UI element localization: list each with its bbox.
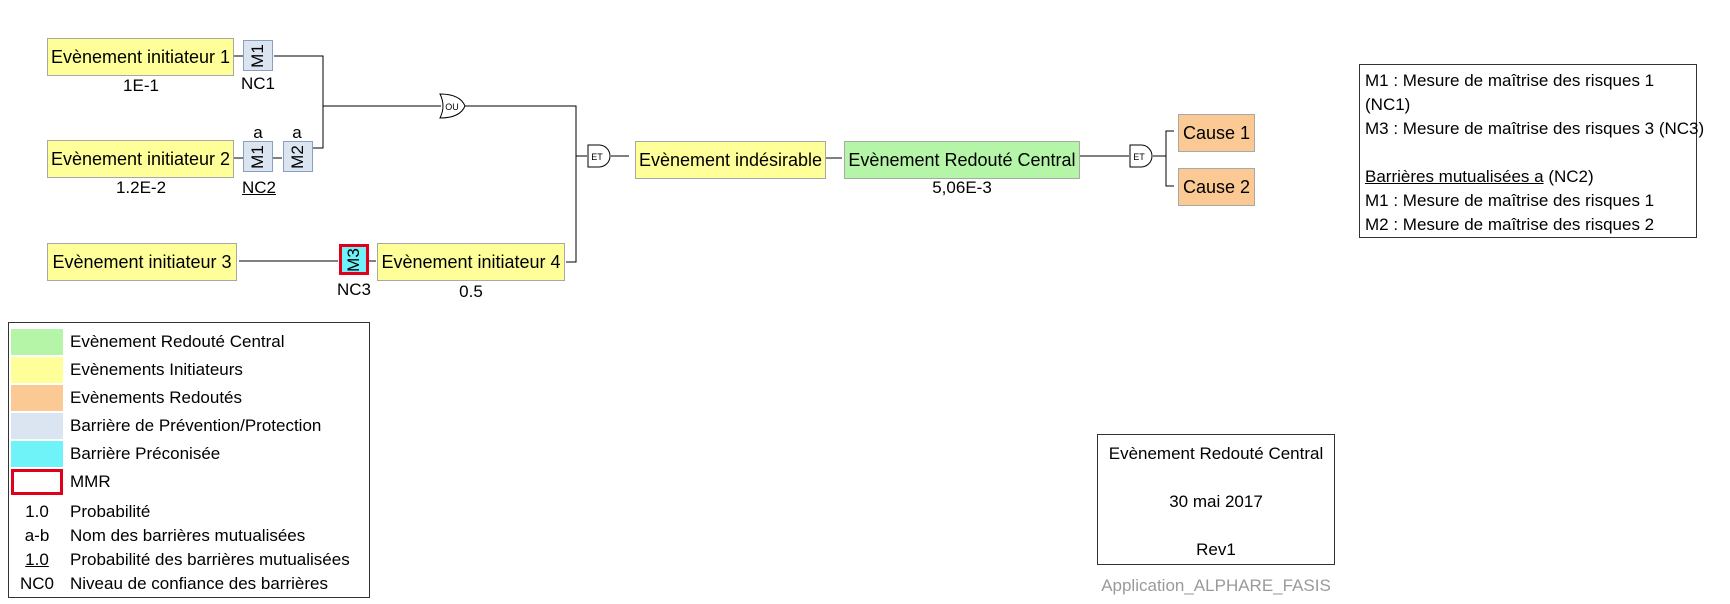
legend-label: Niveau de confiance des barrières — [70, 574, 328, 593]
initiating-event-1-probability: 1E-1 — [123, 76, 159, 95]
notes-shared-title: Barrières mutualisées a — [1365, 167, 1544, 186]
or-gate: OU — [439, 93, 466, 119]
barrier-shared-tag: a — [292, 123, 302, 142]
title-block-title: Evènement Redouté Central — [1108, 444, 1324, 463]
initiating-event-2[interactable]: Evènement initiateur 2 — [47, 140, 234, 178]
initiating-event-1[interactable]: Evènement initiateur 1 — [47, 38, 234, 76]
central-feared-event-probability: 5,06E-3 — [932, 178, 992, 197]
and-gate-1: ET — [587, 144, 611, 168]
legend-swatch-feared — [11, 385, 63, 411]
title-block-revision: Rev1 — [1196, 540, 1236, 559]
notes-line: (NC1) — [1365, 95, 1411, 114]
initiating-event-4-probability: 0.5 — [459, 282, 483, 301]
legend-label: Probabilité des barrières mutualisées — [70, 550, 350, 569]
notes-line: M1 : Mesure de maîtrise des risques 1 — [1365, 191, 1655, 210]
initiating-event-3[interactable]: Evènement initiateur 3 — [47, 243, 237, 281]
barrier-shared-tag: a — [253, 123, 263, 142]
legend-label: Nom des barrières mutualisées — [70, 526, 306, 545]
legend-key: 1.0 — [25, 550, 49, 569]
legend-key: 1.0 — [25, 502, 49, 521]
notes-shared-heading: Barrières mutualisées a (NC2) — [1365, 165, 1696, 189]
legend-swatch-barrier — [11, 413, 63, 439]
cause-2[interactable]: Cause 2 — [1178, 168, 1255, 206]
barrier-m1-confidence: NC1 — [240, 74, 276, 93]
central-feared-event[interactable]: Evènement Redouté Central — [844, 141, 1080, 179]
and-gate-2: ET — [1129, 144, 1153, 168]
legend-key: a-b — [24, 526, 50, 545]
legend-label: Evènements Redoutés — [70, 388, 242, 407]
barrier-code: M1 — [248, 43, 267, 68]
barrier-m3-ei3[interactable]: M3 — [339, 244, 369, 275]
barrier-m1-ei2[interactable]: M1 — [243, 141, 273, 172]
notes-line: M2 : Mesure de maîtrise des risques 2 — [1365, 215, 1655, 234]
barrier-code: M2 — [288, 144, 307, 169]
barrier-m1-ei1[interactable]: M1 — [243, 40, 273, 71]
svg-text:OU: OU — [445, 102, 459, 112]
cause-1[interactable]: Cause 1 — [1178, 114, 1255, 152]
legend-swatch-mmr — [11, 469, 63, 495]
legend-label: Evènements Initiateurs — [70, 360, 243, 379]
shared-barrier-confidence: NC2 — [241, 178, 277, 197]
legend-label: MMR — [70, 472, 111, 491]
application-footer: Application_ALPHARE_FASIS — [1101, 576, 1331, 595]
svg-text:ET: ET — [591, 152, 603, 162]
legend-label: Probabilité — [70, 502, 151, 521]
barrier-notes-box: M1 : Mesure de maîtrise des risques 1 (N… — [1359, 64, 1705, 238]
initiating-event-2-probability: 1.2E-2 — [115, 178, 167, 197]
notes-line: M1 : Mesure de maîtrise des risques 1 — [1365, 71, 1655, 90]
undesirable-event[interactable]: Evènement indésirable — [635, 141, 826, 179]
notes-shared-level: (NC2) — [1548, 167, 1594, 186]
legend: Evènement Redouté Central Evènements Ini… — [8, 322, 370, 598]
svg-text:ET: ET — [1133, 152, 1145, 162]
initiating-event-4[interactable]: Evènement initiateur 4 — [377, 243, 565, 281]
legend-swatch-central — [11, 329, 63, 355]
legend-label: Barrière Préconisée — [70, 444, 221, 463]
title-block-date: 30 mai 2017 — [1169, 492, 1263, 511]
barrier-m2-ei2[interactable]: M2 — [283, 141, 313, 172]
title-block: Evènement Redouté Central 30 mai 2017 Re… — [1097, 434, 1335, 565]
notes-line: M3 : Mesure de maîtrise des risques 3 (N… — [1365, 119, 1705, 138]
barrier-code: M3 — [344, 247, 363, 272]
barrier-code: M1 — [248, 144, 267, 169]
legend-swatch-recommended — [11, 441, 63, 467]
barrier-m3-confidence: NC3 — [336, 280, 372, 299]
legend-label: Evènement Redouté Central — [70, 332, 285, 351]
legend-swatch-initiators — [11, 357, 63, 383]
legend-label: Barrière de Prévention/Protection — [70, 416, 322, 435]
legend-key: NC0 — [19, 574, 54, 593]
